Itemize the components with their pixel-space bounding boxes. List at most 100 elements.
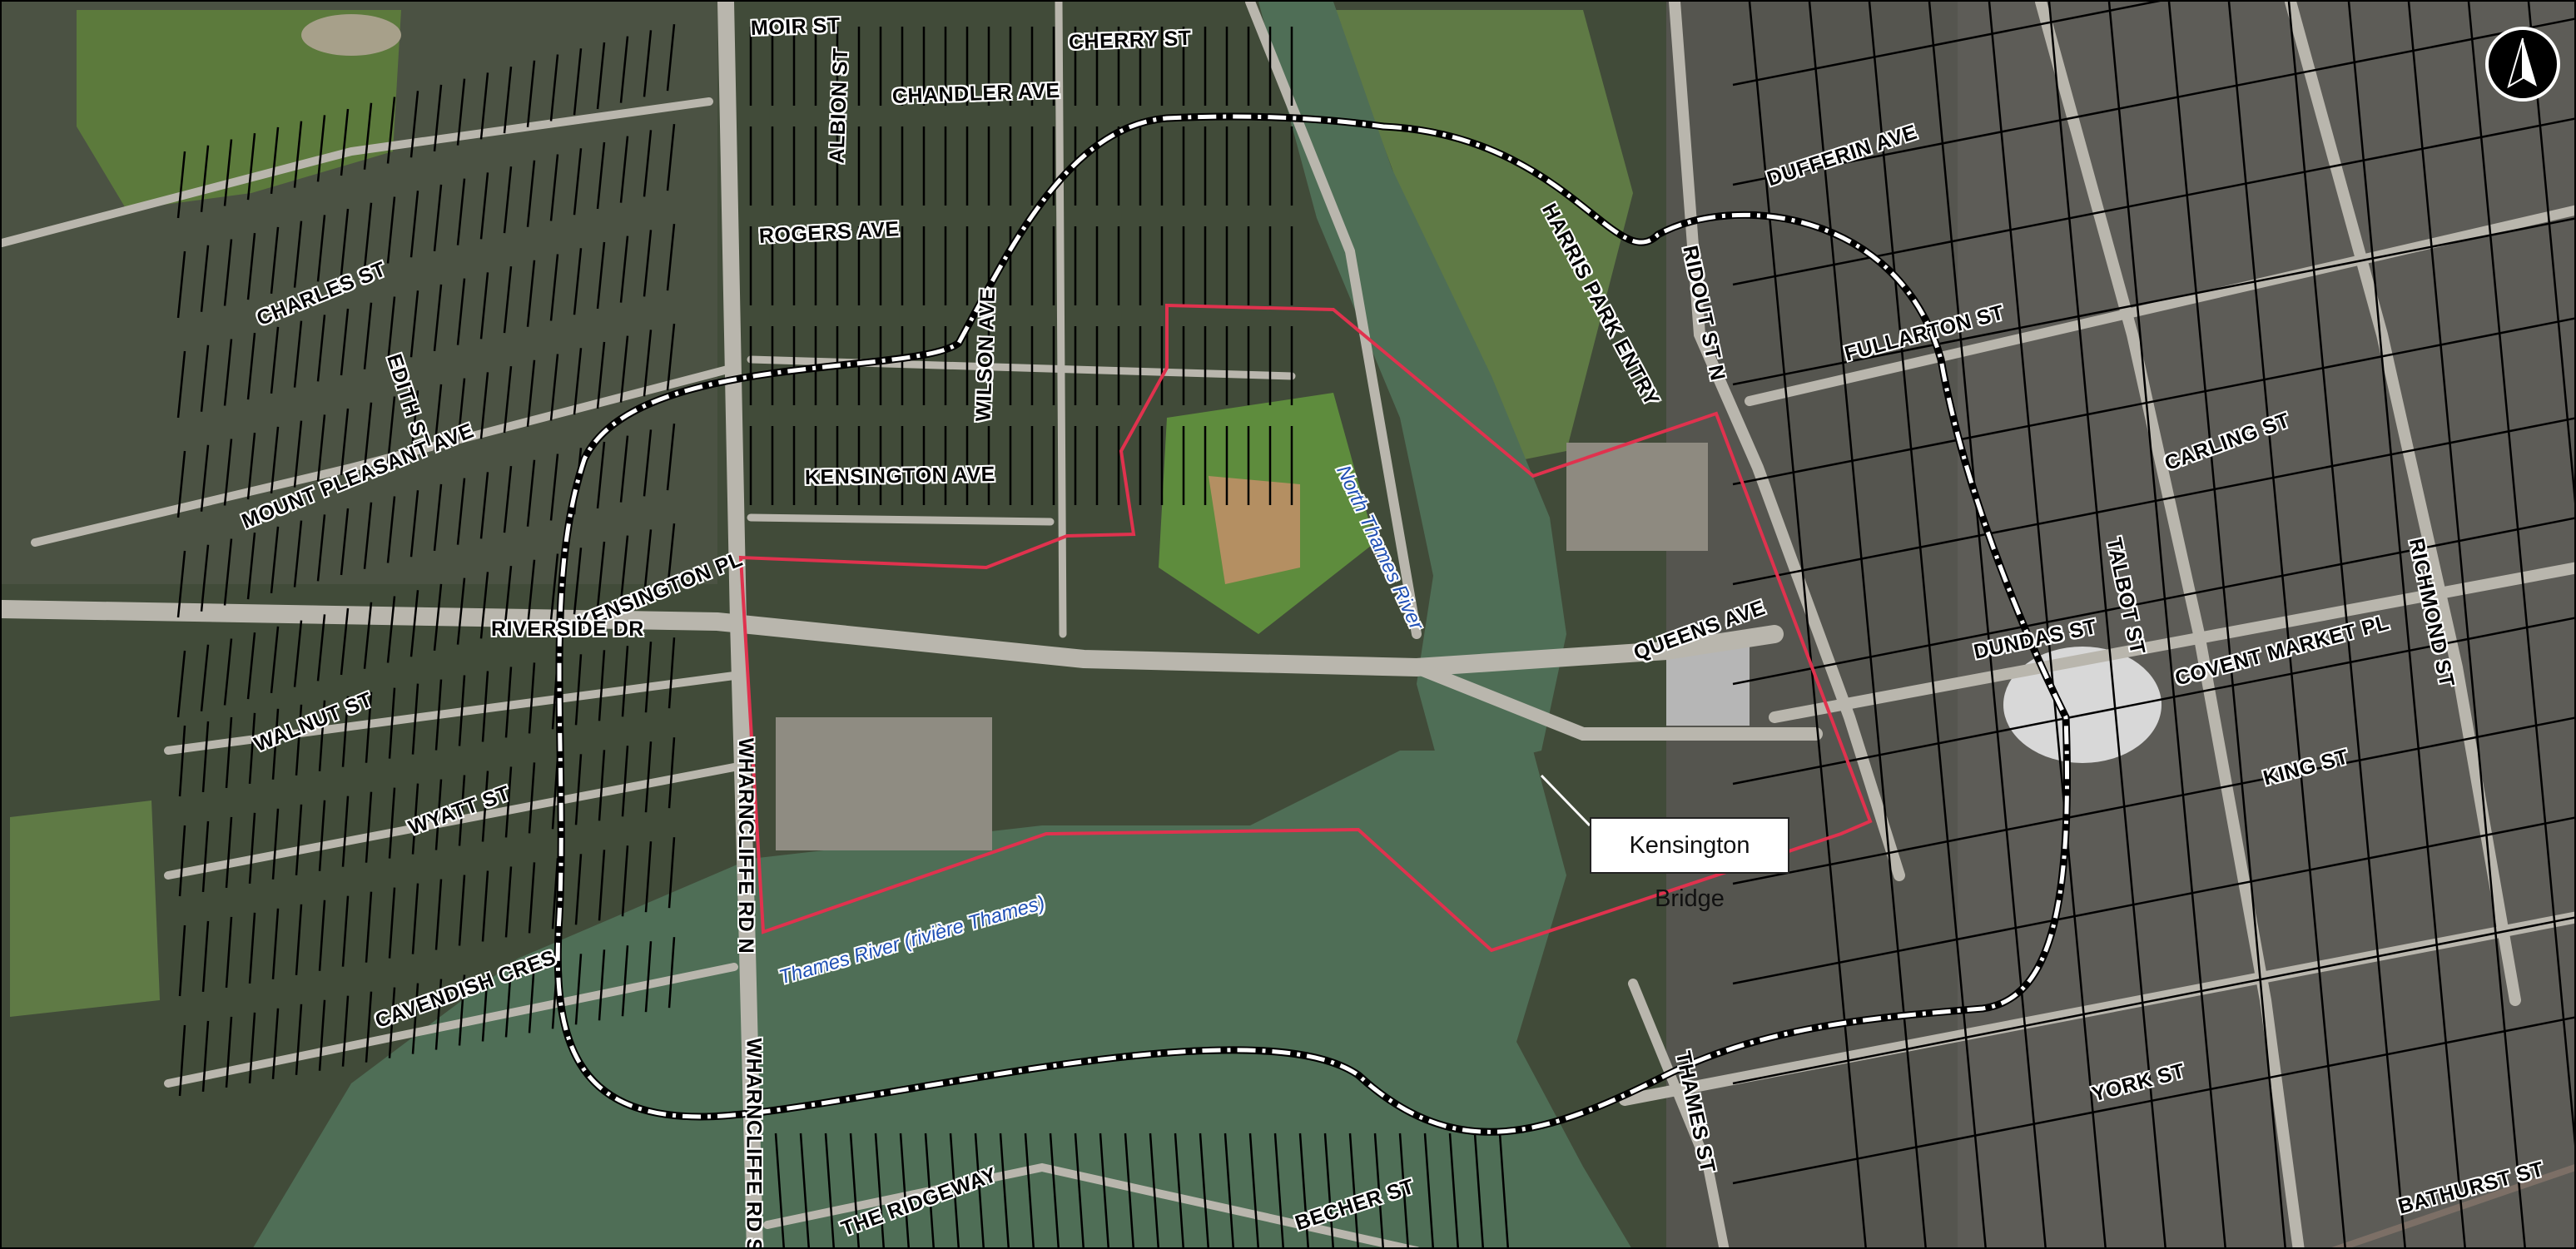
parcel-line-west xyxy=(643,429,653,497)
parcel-line-west xyxy=(246,533,256,600)
parcel-line-west xyxy=(643,130,653,197)
parcel-line-southwest xyxy=(365,791,373,863)
parcel-line-west xyxy=(596,341,606,409)
parcel-line-south xyxy=(1124,1133,1134,1247)
parcel-line-downtown xyxy=(2527,2,2574,504)
parcel-line-southwest xyxy=(201,1020,210,1093)
parcel-line-west xyxy=(176,550,186,618)
parcel-line-west xyxy=(386,596,396,663)
parcel-line-west xyxy=(270,126,280,195)
road-mount-pleasant xyxy=(31,364,738,547)
road-west-river xyxy=(1245,2,1422,639)
parcel-line-southwest xyxy=(178,924,186,997)
parcel-line-west xyxy=(549,54,559,121)
parcel-line-downtown xyxy=(2107,2,2226,1247)
parcel-line-southwest xyxy=(434,879,443,950)
parcel-line-south xyxy=(1199,1133,1209,1247)
parcel-line-southwest xyxy=(481,870,489,942)
parcel-line-southwest xyxy=(574,854,583,925)
parcel-line-south xyxy=(1348,1133,1359,1247)
parcel-line-west xyxy=(293,420,303,488)
parcel-line-southwest xyxy=(434,679,443,751)
parcel-line-west xyxy=(340,208,350,276)
parcel-line-south xyxy=(1498,1133,1509,1247)
parcel-line-southwest xyxy=(388,987,396,1058)
parcel-line-south xyxy=(1273,1133,1284,1247)
parcel-line-southwest xyxy=(225,916,233,989)
parcel-line-west xyxy=(386,496,396,563)
parcel-line-west xyxy=(340,408,350,476)
parcel-line-downtown xyxy=(1732,217,2574,386)
parcel-line-south xyxy=(1448,1133,1459,1247)
street-label-cherry-st: CHERRY ST xyxy=(1068,26,1192,54)
parcel-line-west xyxy=(363,202,373,270)
parcel-line-west xyxy=(526,260,536,327)
kensington-bridge-callout: Kensington Bridge xyxy=(1590,817,1789,912)
parcel-line-southwest xyxy=(411,883,419,954)
parcel-line-southwest xyxy=(248,912,256,984)
parcel-line-west xyxy=(246,233,256,300)
parcel-line-west xyxy=(596,141,606,210)
parcel-line-downtown xyxy=(2467,2,2574,1147)
road-kensington-ave xyxy=(747,513,1055,526)
parcel-line-west xyxy=(270,326,280,394)
parcel-line-west xyxy=(643,30,653,97)
parcel-line-west xyxy=(246,133,256,201)
parcel-line-west xyxy=(666,223,676,291)
parcel-line-west xyxy=(573,348,583,415)
callout-leader xyxy=(1540,774,1591,827)
ballpark-infield xyxy=(1209,476,1300,584)
parcel-line-west xyxy=(363,402,373,469)
parcel-line-southwest xyxy=(598,949,606,1021)
parcel-line-downtown xyxy=(1732,1016,2574,1185)
parcel-line-southwest xyxy=(668,837,676,909)
parcel-line-west xyxy=(176,450,186,518)
parcel-lines xyxy=(176,2,2574,1247)
parcel-line-southwest xyxy=(458,875,466,946)
parcel-line-west xyxy=(223,638,233,706)
parcel-line-southwest xyxy=(668,737,676,809)
parcel-line-southwest xyxy=(365,691,373,763)
parcel-line-west xyxy=(619,36,629,103)
parcel-line-southwest xyxy=(271,708,280,780)
parcel-line-southwest xyxy=(225,716,233,789)
parcel-line-south xyxy=(1024,1133,1035,1247)
parcel-line-west xyxy=(340,508,350,576)
parcel-line-downtown xyxy=(2407,2,2526,1247)
parcel-line-west xyxy=(316,115,326,182)
parcel-line-southwest xyxy=(365,891,373,963)
parcel-line-south xyxy=(874,1133,885,1247)
parcel-line-west xyxy=(666,523,676,591)
parcel-line-southwest xyxy=(341,895,350,967)
parcel-line-southwest xyxy=(621,945,629,1017)
parcel-line-downtown xyxy=(2047,2,2167,1247)
parcel-line-south xyxy=(799,1133,810,1247)
parcel-line-west xyxy=(246,632,256,700)
parcel-line-southwest xyxy=(295,704,303,776)
parcel-line-west xyxy=(526,60,536,127)
parcel-line-west xyxy=(409,91,419,158)
parcel-line-southwest xyxy=(365,991,373,1063)
parcel-line-west xyxy=(433,483,443,552)
parcel-line-west xyxy=(479,72,489,140)
road-wyatt xyxy=(164,763,738,880)
parcel-line-west xyxy=(176,650,186,718)
road-cavendish xyxy=(164,963,738,1088)
parcel-line-west xyxy=(643,230,653,297)
parcel-line-west xyxy=(223,239,233,306)
parcel-line-southwest xyxy=(528,662,536,734)
parcel-line-southwest xyxy=(598,750,606,821)
road-ridgeway xyxy=(763,1162,1419,1247)
parcel-line-southwest xyxy=(598,650,606,721)
parcel-line-west xyxy=(456,378,466,445)
parcel-line-southwest xyxy=(598,850,606,921)
parcel-line-west xyxy=(316,414,326,482)
parcel-line-west xyxy=(433,384,443,452)
parcel-line-southwest xyxy=(668,937,676,1009)
parcel-line-west xyxy=(293,620,303,687)
parcel-line-southwest xyxy=(574,654,583,726)
parcel-line-southwest xyxy=(178,1024,186,1097)
parcel-line-west xyxy=(666,123,676,191)
